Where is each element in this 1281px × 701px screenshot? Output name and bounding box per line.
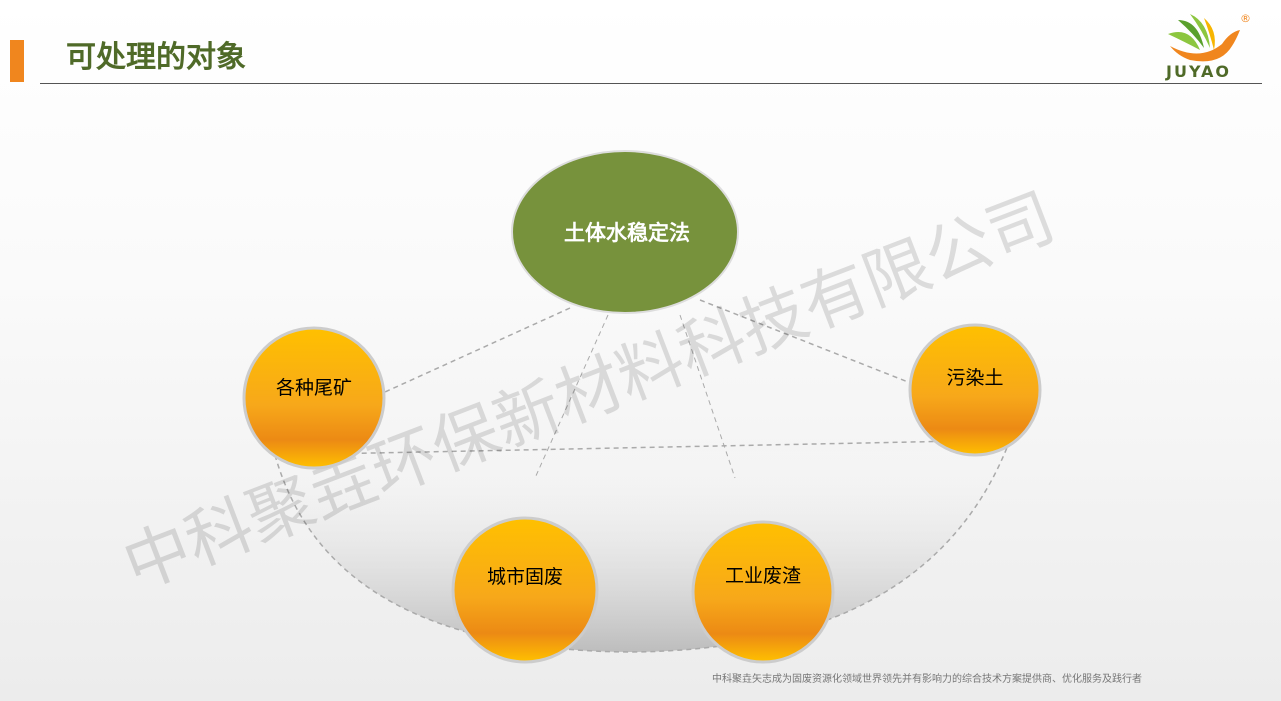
- node-industrial-slag: 工业废渣: [691, 520, 835, 664]
- node-contaminated-soil: 污染土: [908, 323, 1042, 457]
- title-accent-bar: [10, 40, 24, 82]
- page-title: 可处理的对象: [66, 40, 246, 75]
- juyao-logo: ®: [1168, 12, 1251, 62]
- node-municipal-waste: 城市固废: [451, 516, 599, 664]
- footer-slogan: 中科聚垚矢志成为固废资源化领域世界领先并有影响力的综合技术方案提供商、优化服务及…: [712, 674, 1142, 685]
- logo-text: JUYAO: [1166, 62, 1231, 81]
- center-label: 土体水稳定法: [564, 221, 690, 245]
- node-label: 城市固废: [487, 566, 563, 588]
- connector-lines: [384, 299, 909, 479]
- node-label: 工业废渣: [725, 565, 801, 587]
- center-node: 土体水稳定法: [511, 150, 739, 314]
- node-label: 各种尾矿: [276, 377, 352, 399]
- node-tailings: 各种尾矿: [242, 326, 386, 470]
- registered-mark: ®: [1240, 12, 1251, 25]
- header-divider: [40, 83, 1262, 84]
- node-label: 污染土: [946, 367, 1003, 389]
